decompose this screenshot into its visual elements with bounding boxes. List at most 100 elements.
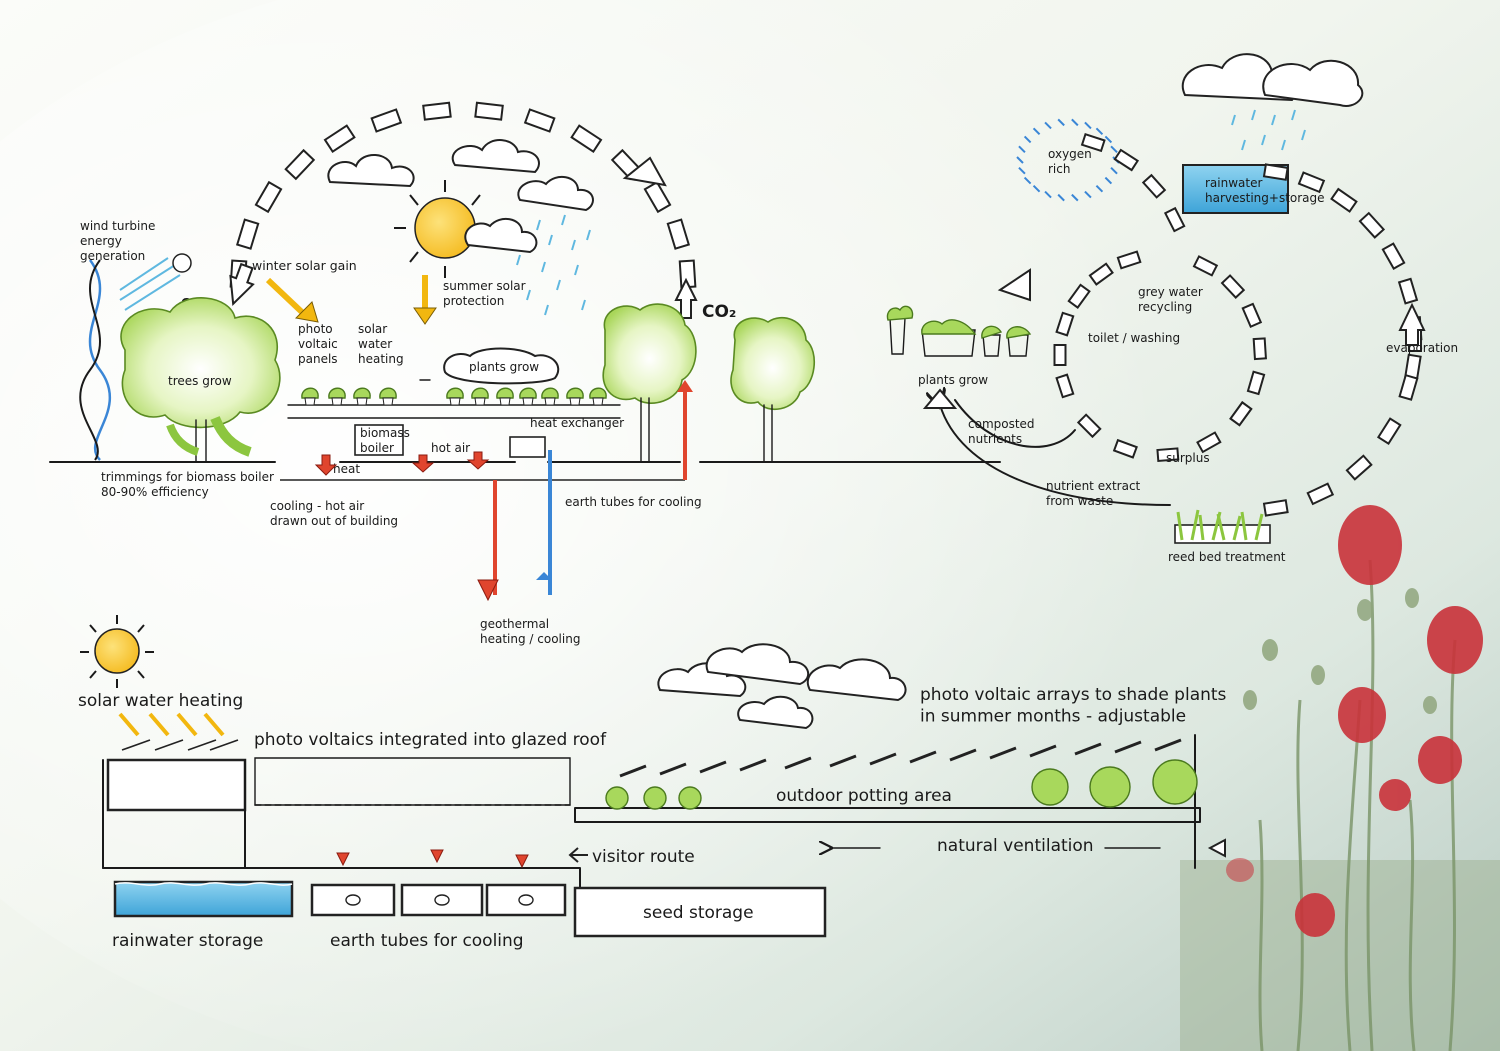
pot-icon (331, 397, 343, 406)
plant-icon (541, 387, 559, 399)
pv-panel (739, 758, 767, 772)
plants-grow-right-label: plants grow (918, 373, 988, 387)
oxygen-dot (1084, 190, 1092, 199)
oxygen-dot (1023, 135, 1032, 144)
visitor-route-arrow (568, 847, 588, 863)
plants-arrow (997, 268, 1031, 302)
visitor-route-label: visitor route (592, 847, 695, 867)
oxygen-dot (1032, 127, 1041, 135)
seed-storage-label: seed storage (643, 903, 754, 923)
oxygen-dot (1057, 118, 1065, 127)
cycle-dash (1116, 250, 1142, 270)
planters-icon (886, 305, 1032, 357)
trimmings-arrow (210, 415, 252, 457)
cycle-dash (474, 101, 504, 121)
pv-glazed-roof-label: photo voltaics integrated into glazed ro… (254, 730, 607, 750)
cycle-dash (1113, 148, 1140, 172)
cycle-dash (1156, 447, 1180, 463)
plants-row (301, 387, 607, 406)
geothermal-hot-arrow (477, 579, 499, 602)
plant-icon (301, 387, 319, 399)
cycle-dash (1262, 499, 1289, 517)
earth-tube-pipe-end (518, 894, 534, 906)
oxygen-dot (1095, 185, 1104, 193)
cloud-icon (327, 154, 415, 188)
pot-icon (592, 397, 604, 406)
surplus-label: surplus (1166, 451, 1210, 465)
plant-icon (379, 387, 397, 399)
solar-tank-room (106, 758, 247, 812)
oxygen-dot (1044, 190, 1052, 199)
outdoor-potting-label: outdoor potting area (776, 786, 952, 806)
plant-icon (353, 387, 371, 399)
cycle-dash (1055, 373, 1075, 399)
oxygen-dot (1084, 121, 1092, 130)
rainwater-storage-tank (113, 880, 294, 918)
oxygen-dot (1018, 145, 1026, 154)
co2-rising-arrow (674, 277, 698, 319)
compost-arrow-head (922, 388, 958, 409)
poppy-field-decoration (1180, 505, 1500, 1051)
cycle-dash (370, 108, 403, 133)
plant-icon (446, 387, 464, 399)
plants-grow-bubble (443, 347, 560, 385)
pv-panel (869, 752, 897, 766)
oxygen-dot (1104, 176, 1113, 185)
pv-panel (699, 760, 727, 774)
solar-water-heating-title: solar water heating (78, 691, 243, 711)
heat-label: heat (333, 462, 360, 476)
plant-icon (496, 387, 514, 399)
cycle-dash (1088, 262, 1114, 286)
carbon-cycle-arc (229, 101, 698, 319)
pv-panel (1074, 742, 1102, 756)
oxygen-dot (1095, 127, 1104, 135)
hot-air-label: hot air (431, 441, 470, 455)
arc-arrow-head (229, 262, 255, 306)
solar-collectors (121, 739, 239, 751)
cycle-dash (1306, 482, 1335, 506)
earth-tube-pipe-end (434, 894, 450, 906)
cycle-dash (1330, 187, 1358, 213)
cycle-dash (1297, 171, 1326, 194)
pv-panel (1114, 740, 1142, 754)
cycle-dash (1246, 370, 1266, 396)
trees-grow-label: trees grow (168, 374, 232, 388)
heat-down-arrow (430, 849, 444, 864)
pv-panel (989, 746, 1017, 760)
oxygen-dot (1018, 166, 1026, 175)
reed-bed-label: reed bed treatment (1168, 550, 1286, 564)
heat-exchanger-box (509, 436, 546, 458)
reed-bed-icon (1174, 509, 1271, 544)
cloud-icon (517, 175, 594, 212)
pot-icon (569, 397, 581, 406)
potting-plants (605, 759, 1198, 810)
cycle-dash (1053, 344, 1067, 366)
oxygen-dot (1016, 156, 1024, 164)
cloud-icon (705, 643, 810, 686)
plant-icon (1031, 768, 1069, 806)
arc-arrow-head (622, 156, 667, 187)
pv-panel (1154, 738, 1182, 752)
oxygen-dot (1023, 176, 1032, 185)
pot-icon (382, 397, 394, 406)
heat-arrows (314, 451, 490, 476)
cycle-dash (523, 108, 556, 133)
oxygen-dot (1044, 121, 1052, 130)
cloud-icon (737, 695, 814, 730)
cycle-dash (1241, 302, 1263, 328)
plant-icon (605, 786, 629, 810)
heat-exchanger-label: heat exchanger (530, 416, 624, 430)
cycle-dash (1076, 413, 1102, 439)
earth-tube-boxes (310, 849, 567, 917)
geothermal-cold-arrow (536, 572, 552, 580)
cycle-dash (284, 148, 316, 181)
oxygen-bubble (1016, 118, 1120, 202)
pv-panel (619, 764, 647, 778)
winter-solar-gain-label: winter solar gain (252, 258, 357, 273)
